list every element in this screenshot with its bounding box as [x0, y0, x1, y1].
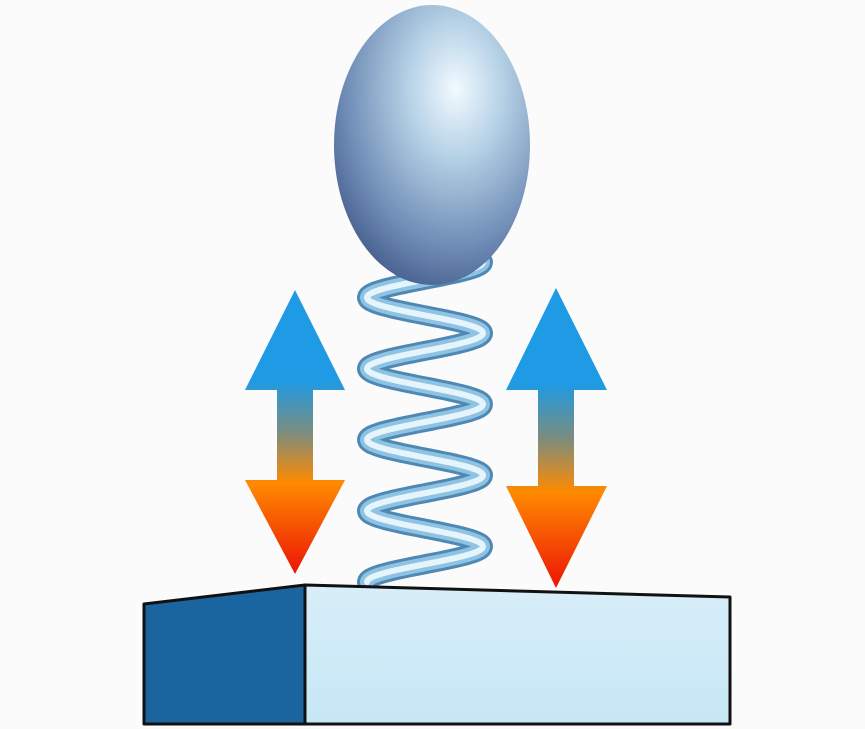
support-block-icon [144, 585, 730, 724]
right-double-arrow-icon [506, 288, 607, 588]
sphere-mass-icon [334, 5, 530, 285]
left-double-arrow-icon [245, 290, 345, 574]
coil-spring-icon [367, 262, 483, 582]
